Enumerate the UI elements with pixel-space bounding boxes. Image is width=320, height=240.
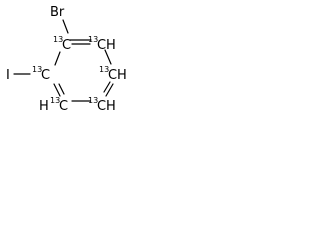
element-symbol: C bbox=[41, 68, 50, 83]
isotope-mass: 13 bbox=[88, 35, 98, 44]
ring-atom-c2: 13 C H bbox=[88, 35, 116, 53]
ring-atom-c4: 13 C H bbox=[88, 96, 116, 114]
hydrogen-symbol: H bbox=[106, 99, 116, 114]
bond-c2-c3 bbox=[104, 49, 112, 65]
bond-c1-br bbox=[62, 19, 69, 34]
bonds bbox=[13, 19, 114, 102]
isotope-mass: 13 bbox=[53, 35, 63, 44]
hydrogen-symbol: H bbox=[106, 38, 116, 53]
bond-c3-c4 bbox=[105, 83, 114, 97]
isotope-mass: 13 bbox=[32, 65, 42, 74]
element-symbol: C bbox=[108, 68, 117, 83]
bromine-label: Br bbox=[50, 5, 65, 20]
ring-atom-c5: 13 C H bbox=[39, 96, 68, 114]
isotope-mass: 13 bbox=[50, 96, 60, 105]
ring-atom-c1: 13 C bbox=[53, 35, 71, 53]
element-symbol: C bbox=[59, 99, 68, 114]
bond-c3-c4-inner bbox=[103, 81, 111, 93]
iodine-label: I bbox=[6, 68, 10, 83]
hydrogen-symbol: H bbox=[117, 68, 127, 83]
bond-c5-c6 bbox=[53, 83, 61, 97]
ring-atom-c3: 13 C H bbox=[99, 65, 127, 83]
structure-diagram: Br I 13 C 13 C H 13 C H 13 C H 13 C H 13… bbox=[6, 5, 127, 114]
element-symbol: C bbox=[97, 99, 106, 114]
isotope-mass: 13 bbox=[99, 65, 109, 74]
bond-c5-c6-inner bbox=[58, 83, 65, 95]
hydrogen-symbol: H bbox=[39, 99, 49, 114]
isotope-mass: 13 bbox=[88, 96, 98, 105]
bond-c6-c1 bbox=[54, 51, 61, 66]
ring-atom-c6: 13 C bbox=[32, 65, 50, 83]
element-symbol: C bbox=[97, 38, 106, 53]
element-symbol: C bbox=[62, 38, 71, 53]
